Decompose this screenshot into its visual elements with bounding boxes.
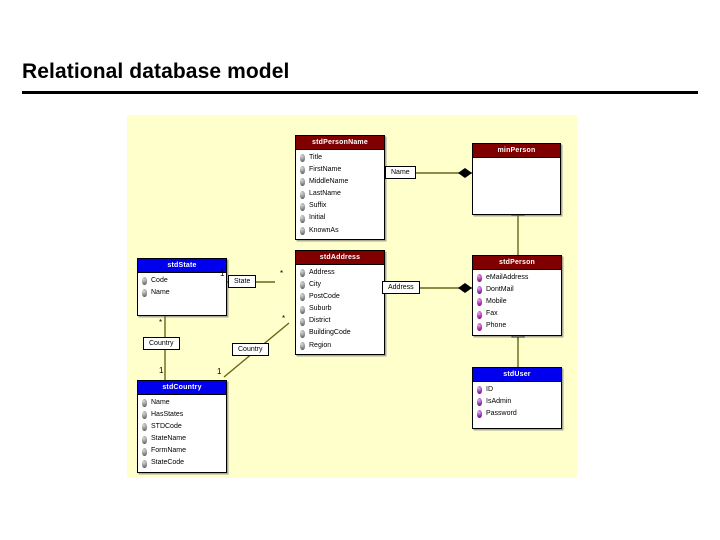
entity-header-minperson: minPerson [473,144,560,158]
multiplicity-country-state-from: * [159,318,163,327]
field-row: DontMail [476,284,561,296]
assoc-label-name[interactable]: Name [385,166,416,179]
entity-fields-stdaddress: Address City PostCode Suburb District Bu… [296,265,384,354]
key-icon [476,274,483,283]
key-icon [299,202,306,211]
key-icon [299,281,306,290]
key-icon [299,305,306,314]
field-row: PostCode [299,291,384,303]
key-icon [299,154,306,163]
key-icon [141,447,148,456]
key-icon [299,166,306,175]
field-row: StateName [141,434,226,446]
multiplicity-state-to: * [280,269,284,278]
entity-stdcountry[interactable]: stdCountry Name HasStates STDCode StateN… [137,380,227,474]
key-icon [476,398,483,407]
entity-fields-stdcountry: Name HasStates STDCode StateName FormNam… [138,395,226,472]
assoc-label-address[interactable]: Address [382,281,420,294]
key-icon [299,293,306,302]
field-row: Initial [299,213,384,225]
key-icon [299,227,306,236]
key-icon [476,410,483,419]
diamond-name-to-minperson [458,168,472,178]
page-title: Relational database model [22,60,290,83]
field-row: Password [476,408,561,420]
entity-fields-stdpersonname: Title FirstName MiddleName LastName Suff… [296,150,384,239]
key-icon [476,322,483,331]
field-row: Region [299,340,384,352]
entity-header-stdperson: stdPerson [473,256,561,270]
assoc-label-country-state[interactable]: Country [143,337,180,350]
field-row: ID [476,384,561,396]
entity-fields-stdperson: eMailAddress DontMail Mobile Fax Phone [473,270,561,335]
key-icon [476,286,483,295]
field-row: eMailAddress [476,272,561,284]
field-row: HasStates [141,409,226,421]
field-row: District [299,316,384,328]
key-icon [141,411,148,420]
field-row: StateCode [141,458,226,470]
field-row: Fax [476,309,561,321]
key-icon [299,342,306,351]
title-underline-rule [22,91,698,94]
field-row: Mobile [476,296,561,308]
key-icon [141,460,148,469]
assoc-label-state[interactable]: State [228,275,257,288]
diamond-address-to-stdperson [458,283,472,293]
entity-fields-stduser: ID IsAdmin Password [473,382,561,423]
key-icon [299,178,306,187]
entity-header-stduser: stdUser [473,368,561,382]
field-row: FirstName [299,164,384,176]
key-icon [299,269,306,278]
field-row: Code [141,275,226,287]
entity-stdstate[interactable]: stdState Code Name [137,258,227,316]
entity-minperson[interactable]: minPerson [472,143,561,215]
key-icon [476,298,483,307]
field-row: MiddleName [299,176,384,188]
entity-header-stdpersonname: stdPersonName [296,136,384,150]
multiplicity-state-from: 1 [220,269,225,278]
field-row: IsAdmin [476,396,561,408]
key-icon [299,215,306,224]
entity-stdperson[interactable]: stdPerson eMailAddress DontMail Mobile F… [472,255,562,336]
key-icon [141,277,148,286]
multiplicity-country-address-to: 1 [217,367,222,376]
assoc-label-country-address[interactable]: Country [232,343,269,356]
field-row: Name [141,287,226,299]
key-icon [299,317,306,326]
diagram-canvas: stdPersonName (aggregation) --> stdAddre… [127,115,577,478]
entity-stdaddress[interactable]: stdAddress Address City PostCode Suburb … [295,250,385,356]
key-icon [141,423,148,432]
field-row: LastName [299,189,384,201]
entity-header-stdstate: stdState [138,259,226,273]
key-icon [476,310,483,319]
entity-fields-minperson [473,158,560,162]
field-row: City [299,279,384,291]
entity-stduser[interactable]: stdUser ID IsAdmin Password [472,367,562,429]
key-icon [141,289,148,298]
field-row: STDCode [141,421,226,433]
field-row: KnownAs [299,225,384,237]
entity-header-stdcountry: stdCountry [138,381,226,395]
key-icon [141,399,148,408]
field-row: Phone [476,321,561,333]
field-row: Suffix [299,201,384,213]
field-row: BuildingCode [299,328,384,340]
multiplicity-country-state-to: 1 [159,366,164,375]
key-icon [141,435,148,444]
entity-header-stdaddress: stdAddress [296,251,384,265]
key-icon [299,190,306,199]
key-icon [299,330,306,339]
multiplicity-country-address-from: * [282,314,286,323]
entity-stdpersonname[interactable]: stdPersonName Title FirstName MiddleName… [295,135,385,241]
field-row: FormName [141,446,226,458]
field-row: Name [141,397,226,409]
entity-fields-stdstate: Code Name [138,273,226,301]
field-row: Title [299,152,384,164]
field-row: Suburb [299,304,384,316]
key-icon [476,386,483,395]
field-row: Address [299,267,384,279]
